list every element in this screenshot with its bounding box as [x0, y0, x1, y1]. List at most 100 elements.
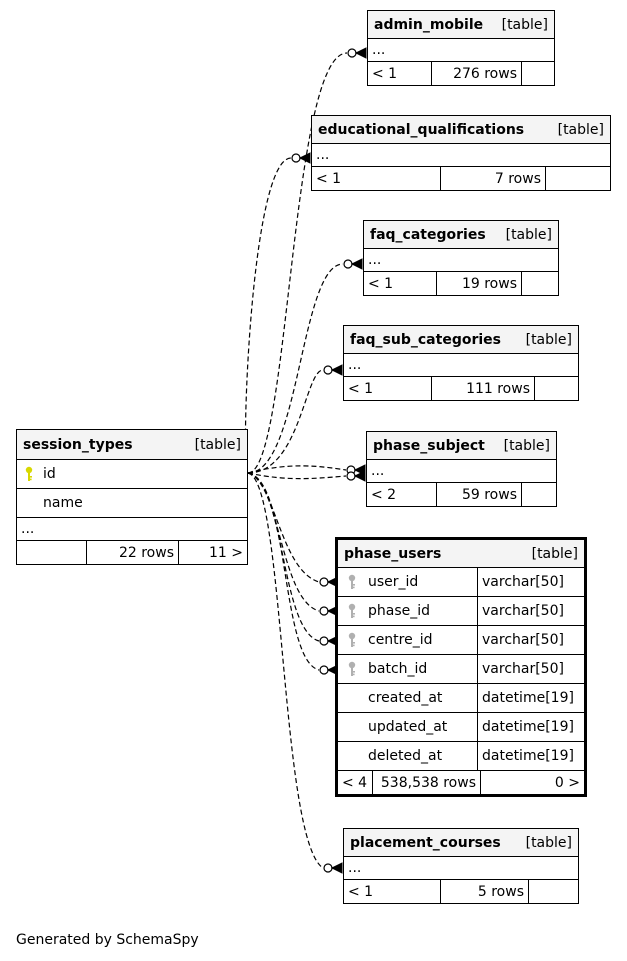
table-header[interactable]: educational_qualifications [table] — [312, 116, 610, 144]
table-name[interactable]: faq_sub_categories — [350, 331, 501, 348]
edge-phase-users-user-id — [247, 472, 339, 588]
column-row[interactable]: name — [17, 489, 247, 518]
row-count: 7 rows — [440, 167, 545, 190]
column-row[interactable]: updated_at datetime[19] — [338, 713, 584, 742]
parents-count[interactable]: < 1 — [348, 883, 374, 900]
column-row[interactable]: id — [17, 460, 247, 489]
table-session-types[interactable]: session_types [table] id name ... 22 row… — [16, 429, 248, 565]
parents-count[interactable]: < 1 — [372, 65, 398, 82]
table-name[interactable]: educational_qualifications — [318, 121, 525, 138]
row-count: 538,538 rows — [372, 771, 480, 794]
table-admin-mobile[interactable]: admin_mobile [table] ... < 1 276 rows — [367, 10, 555, 86]
edge-placement-courses — [247, 472, 343, 874]
edge-phase-users-centre-id — [247, 472, 339, 647]
table-name[interactable]: session_types — [23, 436, 133, 453]
table-header[interactable]: admin_mobile [table] — [368, 11, 554, 39]
table-name[interactable]: faq_categories — [370, 226, 486, 243]
more-columns: ... — [364, 249, 558, 272]
column-name: batch_id — [368, 661, 428, 677]
row-count: 22 rows — [86, 541, 178, 564]
children-count[interactable] — [521, 272, 558, 295]
column-row[interactable]: created_at datetime[19] — [338, 684, 584, 713]
table-kind: [table] — [501, 16, 548, 33]
parents-count[interactable]: < 1 — [316, 170, 342, 187]
parents-count[interactable]: < 2 — [371, 486, 397, 503]
zero-cardinality-icon — [319, 665, 329, 675]
edge-phase-users-phase-id — [247, 472, 339, 617]
many-cardinality-icon — [298, 152, 311, 164]
table-kind: [table] — [531, 545, 578, 562]
row-count: 5 rows — [440, 880, 528, 903]
column-name: id — [43, 466, 56, 482]
table-kind: [table] — [194, 436, 241, 453]
many-cardinality-icon — [353, 470, 366, 482]
parents-count[interactable]: < 1 — [368, 275, 394, 292]
more-columns: ... — [312, 144, 610, 167]
column-name: deleted_at — [368, 748, 443, 764]
column-type: varchar[50] — [477, 655, 584, 683]
table-name[interactable]: placement_courses — [350, 834, 501, 851]
zero-cardinality-icon — [323, 863, 333, 873]
generated-by-label[interactable]: Generated by SchemaSpy — [16, 932, 199, 948]
table-educational-qualifications[interactable]: educational_qualifications [table] ... <… — [311, 115, 611, 191]
column-name: updated_at — [368, 719, 448, 735]
row-count: 276 rows — [431, 62, 521, 85]
table-header[interactable]: session_types [table] — [17, 430, 247, 460]
column-type: datetime[19] — [477, 684, 584, 712]
table-faq-sub-categories[interactable]: faq_sub_categories [table] ... < 1 111 r… — [343, 325, 579, 401]
zero-cardinality-icon — [347, 48, 357, 58]
children-count[interactable] — [545, 167, 610, 190]
parents-count[interactable]: < 1 — [348, 380, 374, 397]
table-header[interactable]: phase_subject [table] — [367, 432, 556, 460]
row-count: 59 rows — [436, 483, 521, 506]
table-kind: [table] — [525, 834, 572, 851]
zero-cardinality-icon — [343, 259, 353, 269]
column-row[interactable]: batch_id varchar[50] — [338, 655, 584, 684]
column-name: name — [43, 495, 83, 511]
column-name: user_id — [368, 574, 419, 590]
parents-count[interactable] — [17, 541, 86, 564]
table-header[interactable]: faq_sub_categories [table] — [344, 326, 578, 354]
more-columns: ... — [17, 518, 247, 541]
edge-phase-users-batch-id — [247, 472, 339, 676]
parents-count[interactable]: < 4 — [342, 774, 368, 791]
column-name: created_at — [368, 690, 443, 706]
foreign-key-icon — [338, 603, 366, 619]
table-kind: [table] — [503, 437, 550, 454]
more-columns: ... — [367, 460, 556, 483]
table-header[interactable]: faq_categories [table] — [364, 221, 558, 249]
table-phase-subject[interactable]: phase_subject [table] ... < 2 59 rows — [366, 431, 557, 507]
table-footer: < 1 111 rows — [344, 377, 578, 400]
table-name[interactable]: phase_users — [344, 545, 442, 562]
table-name[interactable]: phase_subject — [373, 437, 485, 454]
more-columns: ... — [368, 39, 554, 62]
children-count[interactable] — [521, 483, 556, 506]
children-count[interactable]: 0 > — [480, 771, 584, 794]
table-header[interactable]: phase_users [table] — [338, 540, 584, 568]
column-row[interactable]: user_id varchar[50] — [338, 568, 584, 597]
column-type: varchar[50] — [477, 568, 584, 596]
zero-cardinality-icon — [346, 471, 356, 481]
table-placement-courses[interactable]: placement_courses [table] ... < 1 5 rows — [343, 828, 579, 904]
children-count[interactable]: 11 > — [178, 541, 247, 564]
foreign-key-icon — [338, 574, 366, 590]
children-count[interactable] — [528, 880, 578, 903]
many-cardinality-icon — [354, 47, 367, 59]
table-name[interactable]: admin_mobile — [374, 16, 484, 33]
table-header[interactable]: placement_courses [table] — [344, 829, 578, 857]
table-faq-categories[interactable]: faq_categories [table] ... < 1 19 rows — [363, 220, 559, 296]
children-count[interactable] — [534, 377, 578, 400]
children-count[interactable] — [521, 62, 554, 85]
edge-admin-mobile — [247, 47, 367, 474]
many-cardinality-icon — [330, 364, 343, 376]
column-name: centre_id — [368, 632, 433, 648]
zero-cardinality-icon — [319, 606, 329, 616]
column-type: datetime[19] — [477, 713, 584, 741]
table-footer: < 4 538,538 rows 0 > — [338, 771, 584, 794]
row-count: 111 rows — [431, 377, 534, 400]
foreign-key-icon — [338, 632, 366, 648]
